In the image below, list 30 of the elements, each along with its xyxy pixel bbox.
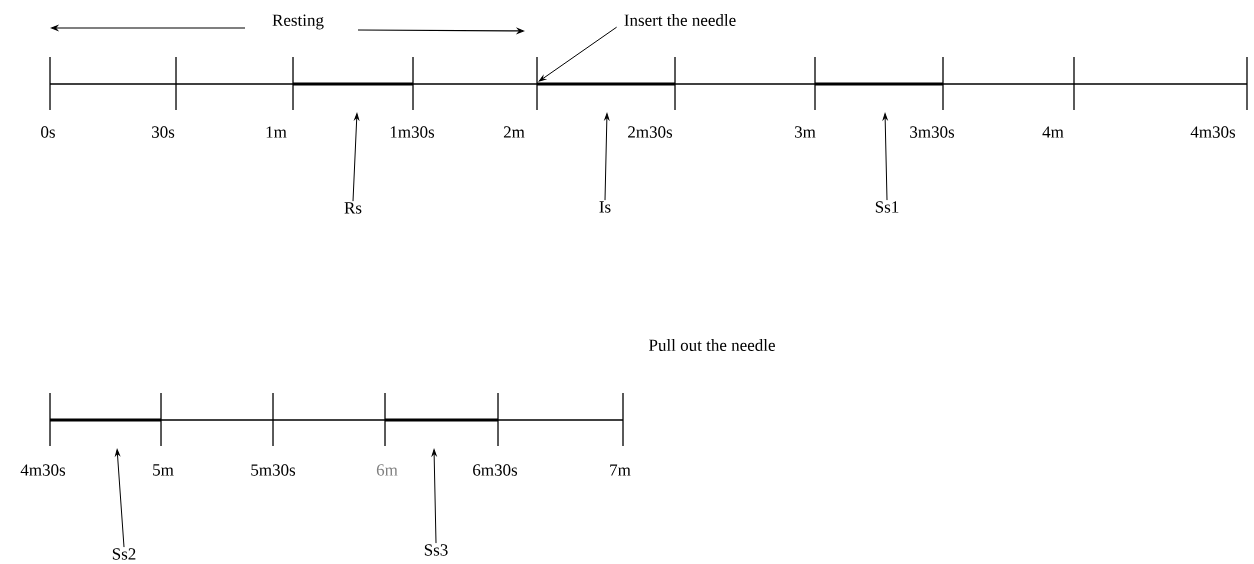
tick-label: 4m30s <box>20 464 66 476</box>
tick-label: 4m30s <box>1190 126 1236 138</box>
arrow <box>352 113 360 202</box>
event-label: Pull out the needle <box>649 339 775 351</box>
tick-label: 5m30s <box>251 464 296 476</box>
tick-label: 2m <box>503 126 525 138</box>
tick-label: 7m <box>610 464 631 476</box>
marker-label: Ss2 <box>112 548 136 560</box>
tick-label: 3m <box>794 126 816 138</box>
arrow <box>115 449 125 548</box>
tick-label: 3m30s <box>910 126 955 138</box>
span-label: Resting <box>272 14 324 30</box>
marker-label: Ss1 <box>875 201 899 213</box>
tick-label: 0s <box>41 126 55 138</box>
tick-label: 6m30s <box>473 464 518 476</box>
marker-label: Ss3 <box>424 544 448 556</box>
tick-label: 1m <box>266 126 287 138</box>
leader-line <box>538 26 618 82</box>
tick-label: 4m <box>1042 126 1064 138</box>
tick-label: 1m30s <box>390 126 435 138</box>
marker-label: Is <box>599 201 611 213</box>
tick-label: 5m <box>153 464 174 476</box>
callout-text: Insert the needle <box>624 14 736 26</box>
tick-label: 6m <box>376 464 398 476</box>
arrow <box>604 113 610 201</box>
arrow <box>431 449 437 544</box>
arrow <box>882 113 888 201</box>
tick-label: 30s <box>152 126 175 138</box>
marker-label: Rs <box>344 202 362 214</box>
tick-label: 2m30s <box>628 126 673 138</box>
